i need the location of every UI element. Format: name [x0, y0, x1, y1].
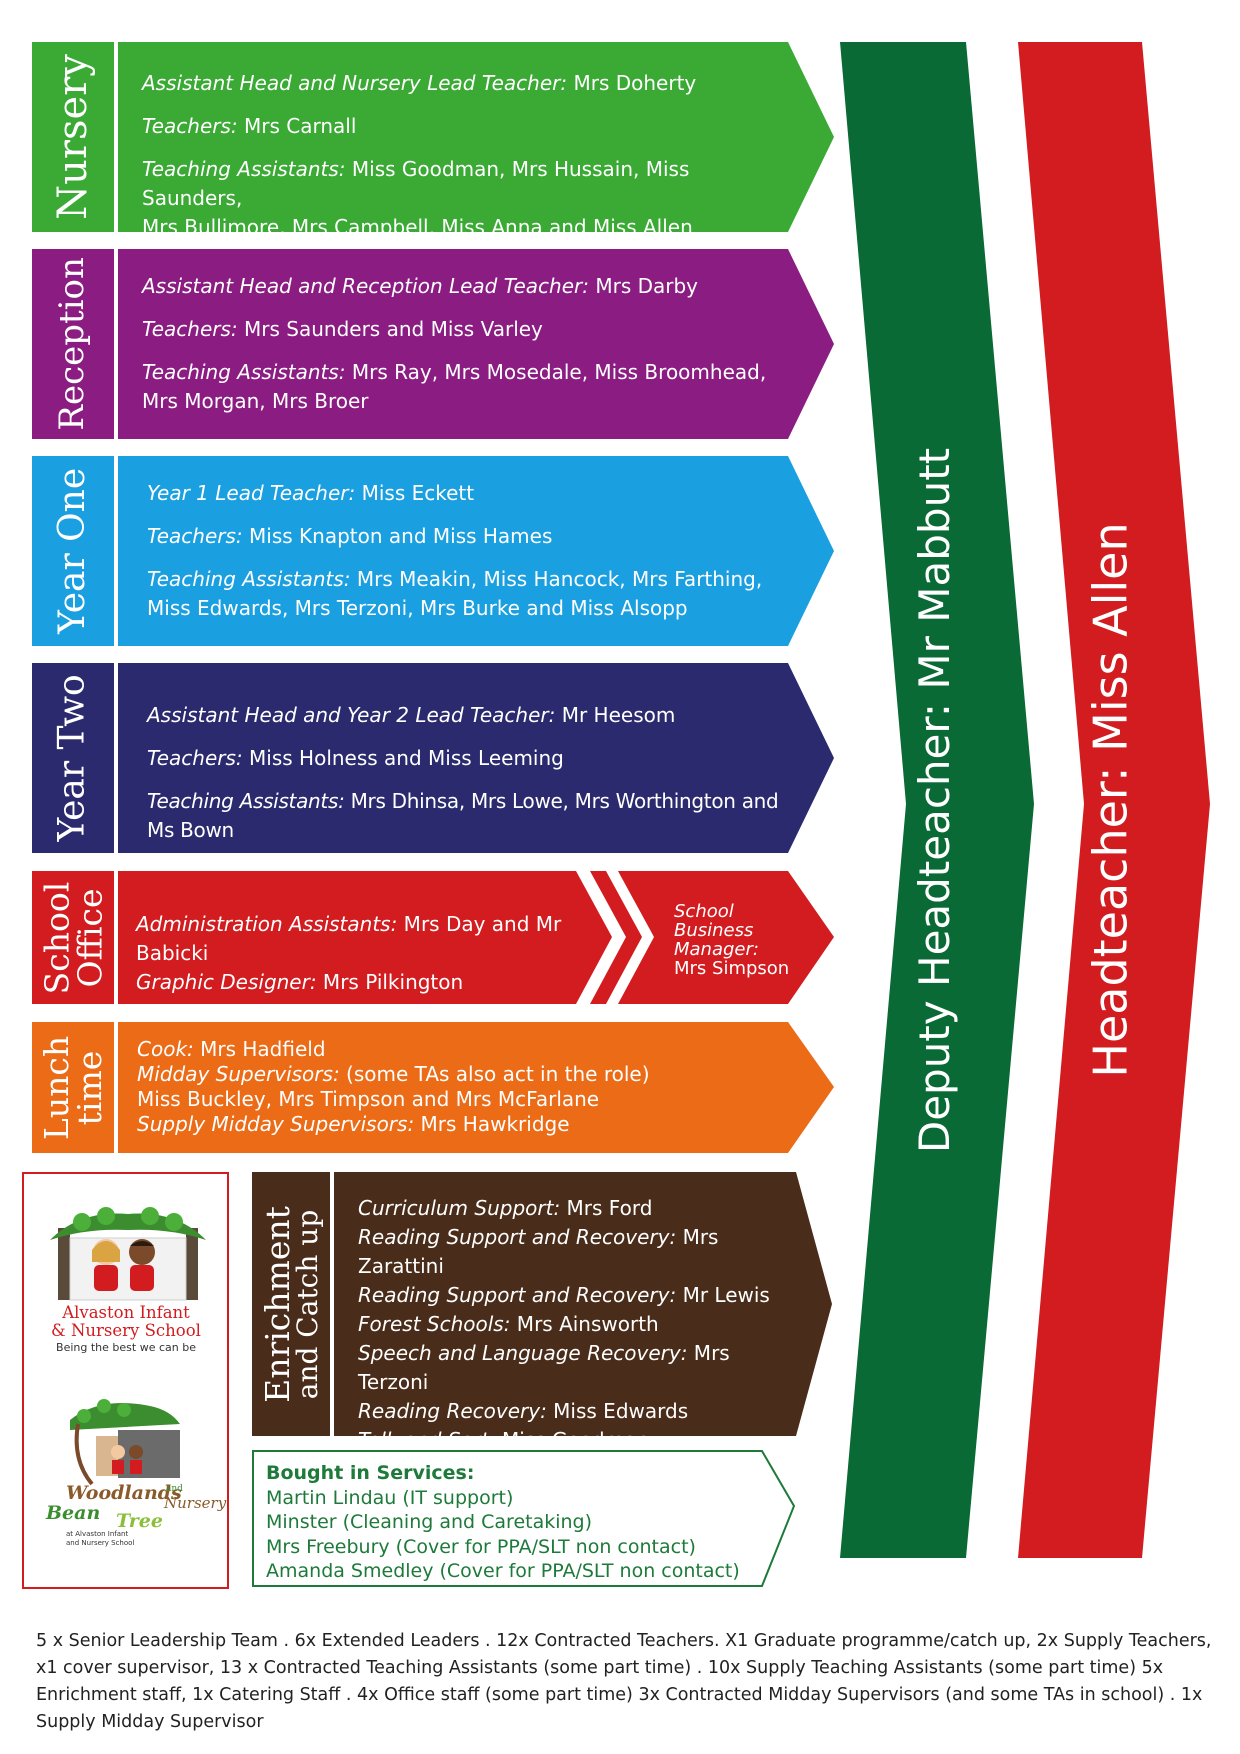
- list-item: Administration Assistants: Mrs Day and M…: [136, 912, 562, 965]
- office-label-box: [32, 871, 114, 1004]
- year-one-title: Year One: [52, 467, 94, 635]
- bought-in-services: Bought in Services: Martin Lindau (IT su…: [266, 1461, 766, 1584]
- year-two-title: Year Two: [52, 674, 94, 842]
- year-one-staff-list: Year 1 Lead Teacher: Miss Eckett Teacher…: [147, 479, 787, 637]
- nursery-logo-illustration: [70, 1399, 180, 1486]
- reception-label-box: [32, 249, 114, 439]
- office-arrow: [118, 871, 612, 1004]
- reception-arrow: [118, 249, 834, 439]
- list-item: Speech and Language Recovery: Mrs Terzon…: [358, 1341, 730, 1394]
- reception-staff-list: Assistant Head and Reception Lead Teache…: [142, 272, 782, 430]
- list-item: Teaching Assistants: Mrs Ray, Mrs Moseda…: [142, 360, 767, 413]
- deputy-headteacher-label: Deputy Headteacher: Mr Mabbutt: [910, 447, 960, 1153]
- office-staff-list: Administration Assistants: Mrs Day and M…: [136, 910, 596, 997]
- year-two-label-box: [32, 663, 114, 853]
- school-logo: Alvaston Infant & Nursery School Being t…: [51, 1303, 201, 1355]
- nursery-title: Nursery: [50, 54, 96, 220]
- list-item: Teachers: Mrs Saunders and Miss Varley: [142, 317, 543, 341]
- school-logo-illustration: [50, 1207, 206, 1301]
- enrichment-staff-list: Curriculum Support: Mrs Ford Reading Sup…: [358, 1194, 798, 1484]
- year-two-arrow: [118, 663, 834, 853]
- lunch-staff-list: Cook: Mrs Hadfield Midday Supervisors: (…: [137, 1037, 777, 1137]
- headteacher-label: Headteacher: Miss Allen: [1084, 522, 1138, 1078]
- list-item: Supply Midday Supervisors: Mrs Hawkridge: [137, 1112, 570, 1136]
- list-item: Reading Support and Recovery: Mrs Zaratt…: [358, 1225, 719, 1278]
- lunch-arrow: [118, 1022, 834, 1153]
- list-item: Amanda Smedley (Cover for PPA/SLT non co…: [266, 1560, 740, 1582]
- office-chevron: [590, 871, 642, 1004]
- list-item: Graphic Designer: Mrs Pilkington: [136, 970, 464, 994]
- nursery-staff-list: Assistant Head and Nursery Lead Teacher:…: [142, 69, 782, 256]
- business-manager: School Business Manager: Mrs Simpson: [674, 901, 790, 979]
- list-item: Assistant Head and Year 2 Lead Teacher: …: [147, 703, 676, 727]
- list-item: Curriculum Support: Mrs Ford: [358, 1196, 653, 1220]
- list-item: Teachers: Miss Holness and Miss Leeming: [147, 746, 564, 770]
- list-item: Reading Recovery: Miss Edwards: [358, 1399, 689, 1423]
- enrichment-arrow: [334, 1172, 832, 1436]
- list-item: Teachers: Miss Knapton and Miss Hames: [147, 524, 553, 548]
- year-two-staff-list: Assistant Head and Year 2 Lead Teacher: …: [147, 701, 797, 859]
- bought-in-heading: Bought in Services:: [266, 1462, 475, 1484]
- list-item: Forest Schools: Mrs Ainsworth: [358, 1312, 659, 1336]
- head-arrow: [1018, 42, 1210, 1558]
- list-item: Midday Supervisors: (some TAs also act i…: [137, 1062, 650, 1086]
- list-item: Reading Support and Recovery: Mr Lewis: [358, 1283, 770, 1307]
- nursery-arrow: [118, 42, 834, 232]
- list-item: Teachers: Mrs Carnall: [142, 114, 357, 138]
- list-item: Miss Buckley, Mrs Timpson and Mrs McFarl…: [137, 1087, 600, 1111]
- bought-in-outline: [252, 1450, 796, 1587]
- list-item: Minster (Cleaning and Caretaking): [266, 1511, 593, 1533]
- list-item: Teaching Assistants: Miss Goodman, Mrs H…: [142, 157, 693, 239]
- reception-title: Reception: [52, 257, 93, 431]
- office-manager-arrow: [618, 871, 834, 1004]
- staff-summary-footer: 5 x Senior Leadership Team . 6x Extended…: [36, 1631, 1212, 1732]
- year-one-label-box: [32, 456, 114, 646]
- list-item: Year 1 Lead Teacher: Miss Eckett: [147, 481, 475, 505]
- list-item: Teaching Assistants: Mrs Dhinsa, Mrs Low…: [147, 789, 779, 842]
- list-item: Martin Lindau (IT support): [266, 1486, 514, 1509]
- list-item: Assistant Head and Nursery Lead Teacher:…: [142, 71, 697, 95]
- list-item: Cook: Mrs Hadfield: [137, 1037, 326, 1061]
- nursery-label-box: [32, 42, 114, 232]
- enrichment-label-box: [252, 1172, 330, 1436]
- list-item: Talk and Sort: Miss Goodman: [358, 1428, 650, 1452]
- list-item: Mrs Freebury (Cover for PPA/SLT non cont…: [266, 1535, 696, 1558]
- list-item: Teaching Assistants: Mrs Meakin, Miss Ha…: [147, 567, 763, 620]
- lunch-label-box: [32, 1022, 114, 1153]
- list-item: Teaching support: Miss Piercy: [358, 1457, 654, 1481]
- year-one-arrow: [118, 456, 834, 646]
- deputy-arrow: [840, 42, 1034, 1558]
- list-item: Assistant Head and Reception Lead Teache…: [142, 274, 699, 298]
